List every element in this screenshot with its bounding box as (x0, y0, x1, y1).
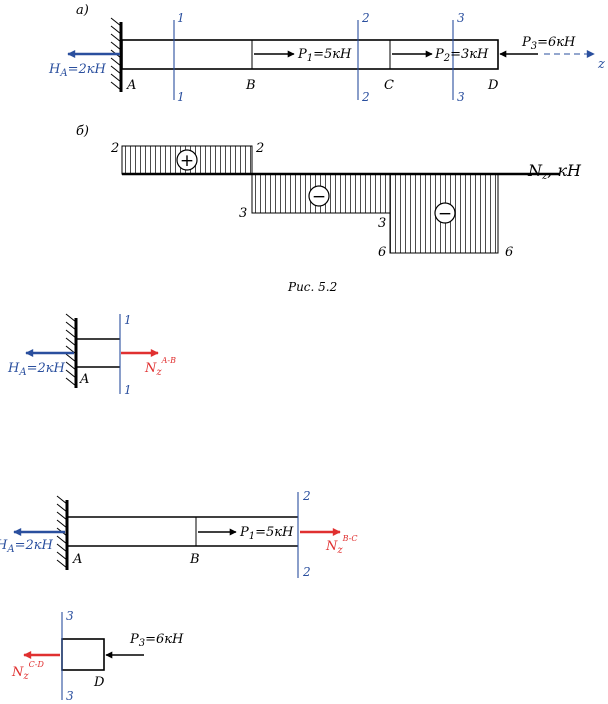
fb1-section-bottom: 1 (124, 383, 132, 397)
value-6-right: 6 (505, 245, 513, 260)
svg-text:−: − (438, 204, 452, 224)
wall-support-1 (65, 313, 78, 388)
plus-sign: + (176, 149, 198, 171)
point-c-label: C (384, 78, 394, 93)
point-a-label: A (126, 78, 136, 93)
z-axis-label: z (597, 57, 605, 72)
fb3-section-top: 3 (66, 609, 74, 623)
value-2-right: 2 (255, 141, 264, 156)
loaded-bar-scheme: а) 1 1 2 2 3 3 A B C D HA=2кН P1= (48, 3, 605, 104)
fb2-internal-force-label: NzB-C (325, 534, 358, 556)
fb3-internal-force-label: NzC-D (11, 660, 44, 682)
point-d-label: D (487, 78, 499, 93)
fb1-internal-force-label: NzA-B (144, 356, 176, 378)
minus-sign-cd: − (434, 202, 456, 224)
diagram-title: Nz, кН (527, 161, 582, 182)
section-2-top: 2 (361, 11, 370, 25)
minus-sign-bc: − (308, 185, 330, 207)
section-2-bottom: 2 (361, 90, 370, 104)
svg-text:−: − (312, 187, 326, 207)
fb2-point-b: B (189, 552, 200, 567)
value-3-right: 3 (378, 216, 386, 231)
fb3-section-bottom: 3 (66, 689, 74, 703)
part-b-label: б) (76, 124, 89, 139)
p3-label: P3=6кН (521, 35, 576, 52)
fb3-p3-label: P3=6кН (129, 632, 184, 649)
section-3-top: 3 (457, 11, 465, 25)
fb2-point-a: A (72, 552, 82, 567)
bar-body (121, 39, 499, 70)
fb2-section-top: 2 (302, 489, 311, 503)
bar-piece-3 (61, 638, 105, 671)
free-body-section-3: 3 3 D NzC-D P3=6кН (11, 609, 184, 703)
fb3-point-d: D (93, 675, 105, 690)
reaction-label: HA=2кН (48, 62, 107, 79)
fb2-reaction-label: HA=2кН (0, 538, 54, 555)
fb2-section-bottom: 2 (302, 565, 311, 579)
p1-label: P1=5кН (297, 47, 352, 64)
point-b-label: B (245, 78, 256, 93)
fb1-section-top: 1 (124, 313, 132, 327)
value-3-left: 3 (239, 206, 247, 221)
fb1-reaction-label: HA=2кН (7, 361, 66, 378)
value-6-left: 6 (378, 245, 386, 260)
section-1-top: 1 (177, 11, 185, 25)
p2-label: P2=3кН (434, 47, 489, 64)
value-2-left: 2 (110, 141, 119, 156)
section-3-bottom: 3 (457, 90, 465, 104)
fb1-point-a: A (79, 372, 89, 387)
axial-force-diagram: б) + − − 2 2 3 3 6 6 Nz, кН (76, 124, 582, 260)
free-body-section-2: 2 2 A B HA=2кН P1=5кН NzB-C (0, 489, 358, 579)
part-a-label: а) (76, 3, 89, 18)
svg-text:+: + (180, 151, 194, 171)
free-body-section-1: 1 1 A HA=2кН NzA-B (7, 313, 176, 397)
figure-caption: Рис. 5.2 (287, 280, 337, 294)
section-1-bottom: 1 (177, 90, 185, 104)
fb2-p1-label: P1=5кН (239, 525, 294, 542)
